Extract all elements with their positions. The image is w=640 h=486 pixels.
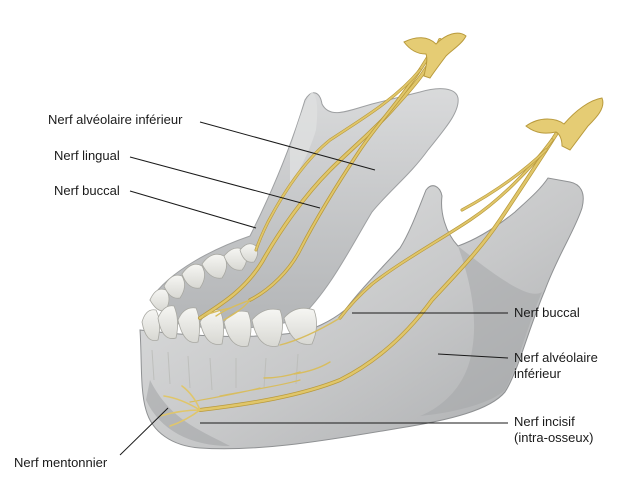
far-teeth [149, 243, 258, 312]
leader-mental [119, 407, 169, 456]
near-ramus-shade [420, 246, 542, 416]
label-buccal-right: Nerf buccal [514, 305, 580, 320]
label-inferior-alveolar-right: Nerf alvéolaire inférieur [514, 350, 598, 381]
label-lingual: Nerf lingual [54, 148, 120, 163]
leader-buccal-left [129, 190, 257, 229]
label-mental: Nerf mentonnier [14, 455, 108, 470]
label-incisive: Nerf incisif (intra-osseux) [514, 414, 594, 445]
tooth-roots [151, 349, 299, 391]
nerve-trunk-near [525, 97, 604, 151]
label-inferior-alveolar-left: Nerf alvéolaire inférieur [48, 112, 183, 127]
leader-inferior-alveolar-left [199, 121, 376, 171]
far-coronoid [290, 92, 318, 185]
label-buccal-left: Nerf buccal [54, 183, 120, 198]
far-ramus [149, 88, 459, 329]
nerves-near [159, 126, 562, 427]
leader-inferior-alveolar-right [437, 353, 509, 359]
leader-lingual [129, 156, 321, 209]
near-teeth [141, 305, 317, 347]
nerve-trunk-far [403, 32, 467, 79]
leader-lines [119, 121, 509, 456]
nerves-far [198, 38, 442, 321]
